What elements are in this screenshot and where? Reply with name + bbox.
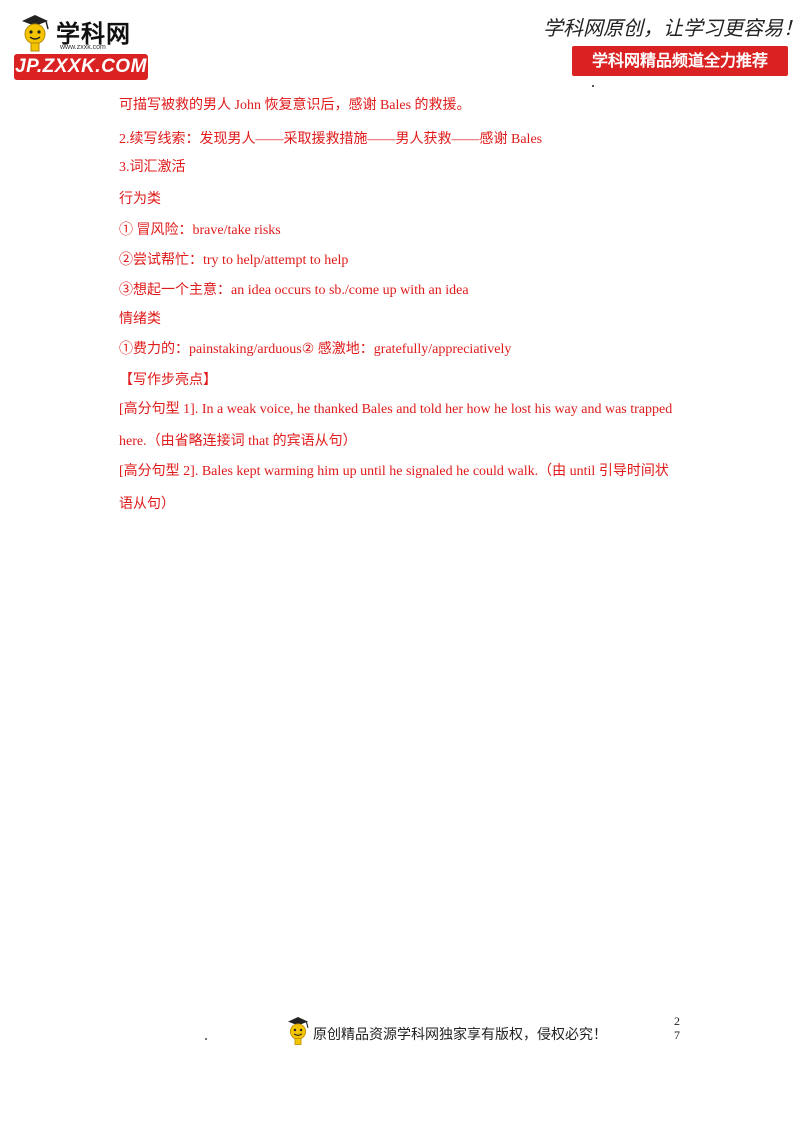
body-line-7: ③想起一个主意：an idea occurs to sb./come up wi…: [119, 283, 469, 298]
body-line-3: 3.词汇激活: [119, 160, 186, 175]
body-line-5: ① 冒风险：brave/take risks: [119, 223, 281, 238]
mascot-icon: [288, 1017, 309, 1045]
page-footer: 原创精品资源学科网独家享有版权，侵权必究！: [285, 1014, 665, 1048]
footer-dot: [205, 1038, 207, 1040]
header-dot: [592, 85, 594, 87]
mascot-icon: [22, 15, 49, 52]
body-line-1: 可描写被救的男人 John 恢复意识后，感谢 Bales 的救援。: [119, 98, 471, 113]
body-line-13: [高分句型 2]. Bales kept warming him up unti…: [119, 464, 669, 479]
body-line-8: 情绪类: [119, 312, 161, 327]
body-line-6: ②尝试帮忙：try to help/attempt to help: [119, 253, 349, 268]
body-line-11: [高分句型 1]. In a weak voice, he thanked Ba…: [119, 402, 673, 417]
logo-url: www.zxxk.com: [60, 44, 106, 51]
body-line-4: 行为类: [119, 192, 161, 207]
logo-domain: JP.ZXXK.COM: [14, 54, 148, 80]
header-banner: 学科网精品频道全力推荐: [572, 46, 788, 76]
section-heading: 【写作步亮点】: [119, 373, 217, 388]
page-number-line-1: 2: [674, 1014, 680, 1028]
body-line-12: here.（由省略连接词 that 的宾语从句）: [119, 434, 357, 449]
copyright-text: 原创精品资源学科网独家享有版权，侵权必究！: [313, 1027, 607, 1043]
site-logo: 学科网 www.zxxk.com JP.ZXXK.COM: [14, 10, 154, 80]
header-slogan: 学科网原创，让学习更容易！: [543, 16, 800, 40]
body-line-14: 语从句）: [119, 497, 175, 512]
body-line-2: 2.续写线索：发现男人——采取援救措施——男人获救——感谢 Bales: [119, 132, 543, 147]
page-number-line-2: 7: [674, 1028, 680, 1042]
body-line-9: ①费力的：painstaking/arduous② 感激地：gratefully…: [119, 342, 512, 357]
logo-name: 学科网: [56, 20, 131, 48]
page-number: 2 7: [670, 1014, 684, 1042]
